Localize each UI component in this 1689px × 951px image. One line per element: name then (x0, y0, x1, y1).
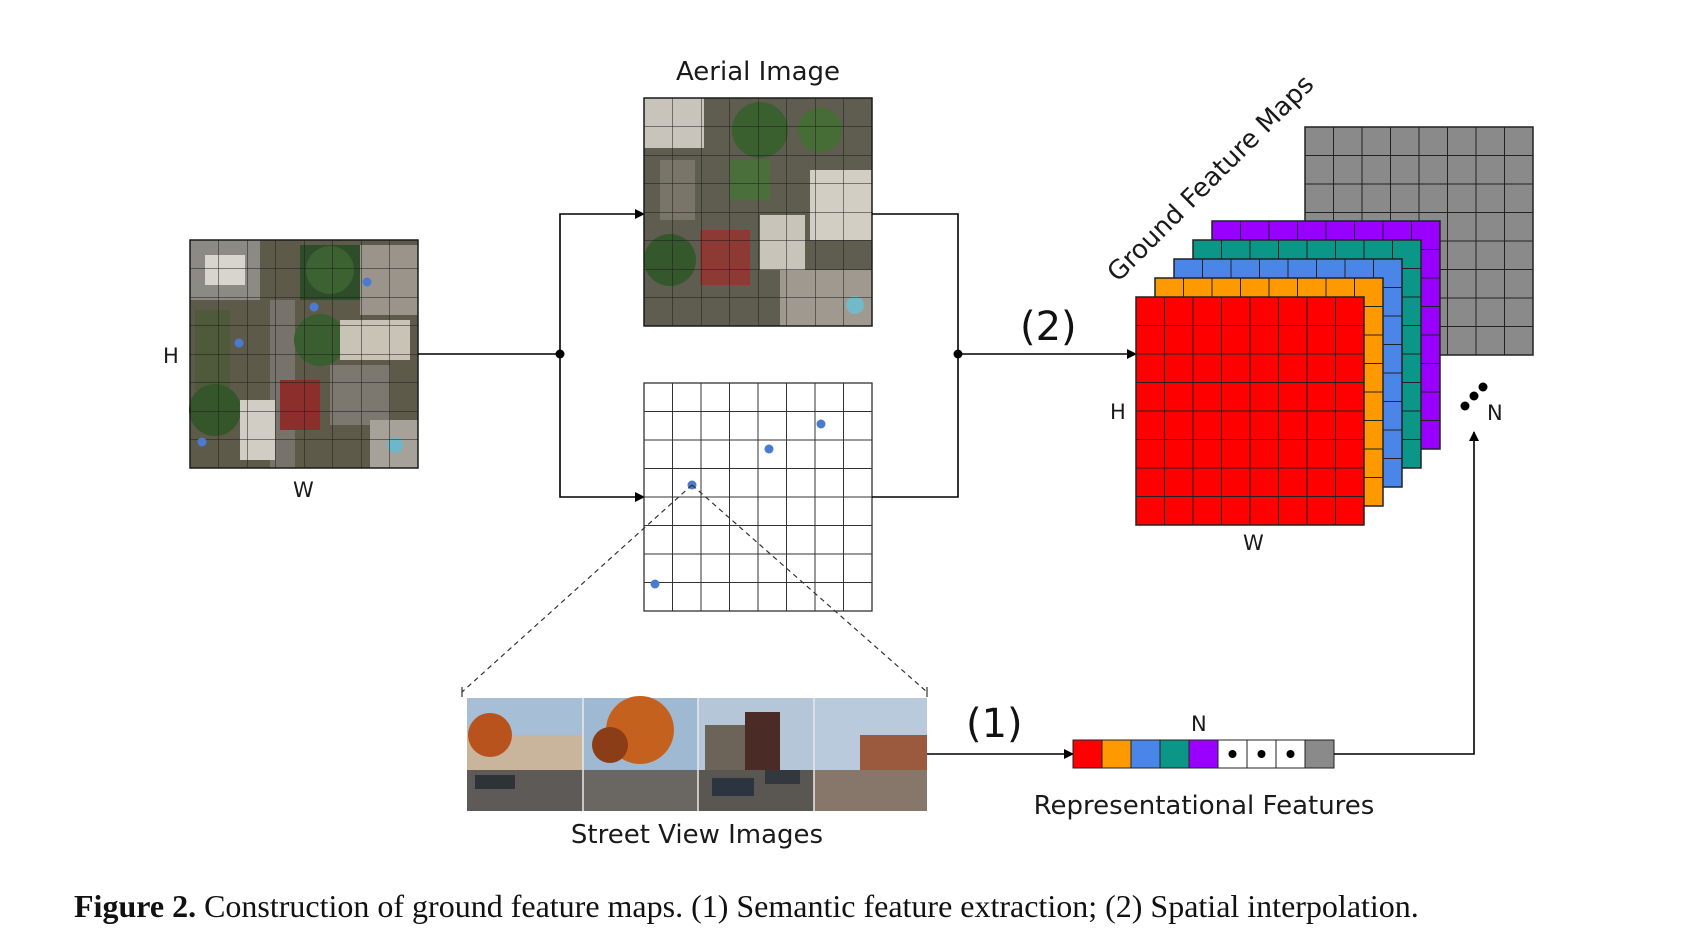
split-junction (555, 349, 565, 359)
sparse-point-grid (643, 382, 873, 612)
map-width-label: W (1243, 531, 1264, 555)
input-aerial-tile (189, 239, 419, 469)
map-height-label: H (1110, 400, 1126, 424)
map-count-label: N (1487, 401, 1503, 425)
feature-map-red (1135, 296, 1365, 526)
street-view-panel-1 (467, 698, 583, 811)
projection-lines (461, 484, 928, 693)
street-view-title: Street View Images (571, 820, 823, 850)
figure-caption-text: Construction of ground feature maps. (1)… (204, 888, 1419, 924)
aerial-image (643, 97, 873, 327)
step-1-label: (1) (966, 701, 1023, 747)
feature-vector (1072, 739, 1335, 769)
feature-count-label: N (1191, 712, 1207, 736)
figure-caption-label: Figure 2. (74, 888, 197, 924)
interpolation-feed-arrow (1334, 431, 1479, 755)
step-2-label: (2) (1020, 304, 1077, 350)
merge-connector (872, 213, 1137, 498)
street-view-panel-4 (814, 698, 927, 811)
merge-junction (953, 349, 963, 359)
split-connector (418, 209, 645, 502)
representational-features-title: Representational Features (1034, 791, 1375, 821)
feature-map-stack (1135, 126, 1534, 526)
street-view-panel-3 (698, 698, 814, 811)
ellipsis-dots-icon (1460, 382, 1488, 411)
input-width-label: W (293, 478, 314, 502)
aerial-image-title: Aerial Image (676, 57, 840, 87)
input-height-label: H (163, 344, 179, 368)
projection-ticks (461, 687, 928, 697)
street-view-strip (467, 696, 927, 811)
street-view-panel-2 (583, 696, 698, 811)
figure-caption: Figure 2. Construction of ground feature… (74, 888, 1674, 925)
